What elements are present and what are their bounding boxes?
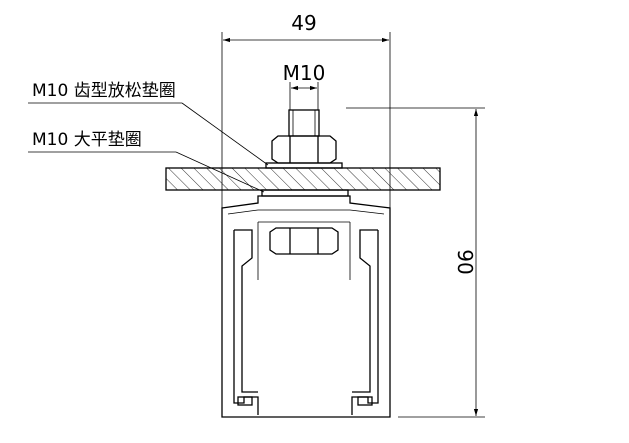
callout-flat-washer: M10 大平垫圈 — [28, 130, 265, 193]
callout-lock-washer-label: M10 齿型放松垫圈 — [32, 81, 176, 101]
bolt-dimension: M10 — [283, 61, 326, 110]
bolt-dimension-label: M10 — [283, 61, 326, 85]
bolt — [265, 109, 343, 169]
callout-lock-washer: M10 齿型放松垫圈 — [28, 81, 269, 166]
width-dimension: 49 — [221, 11, 391, 212]
width-dimension-label: 49 — [291, 11, 316, 35]
rail-profile — [221, 195, 391, 418]
height-dimension: 90 — [346, 107, 485, 418]
height-dimension-label: 90 — [453, 249, 477, 274]
mounting-plate — [165, 167, 441, 197]
callout-flat-washer-label: M10 大平垫圈 — [32, 130, 142, 150]
